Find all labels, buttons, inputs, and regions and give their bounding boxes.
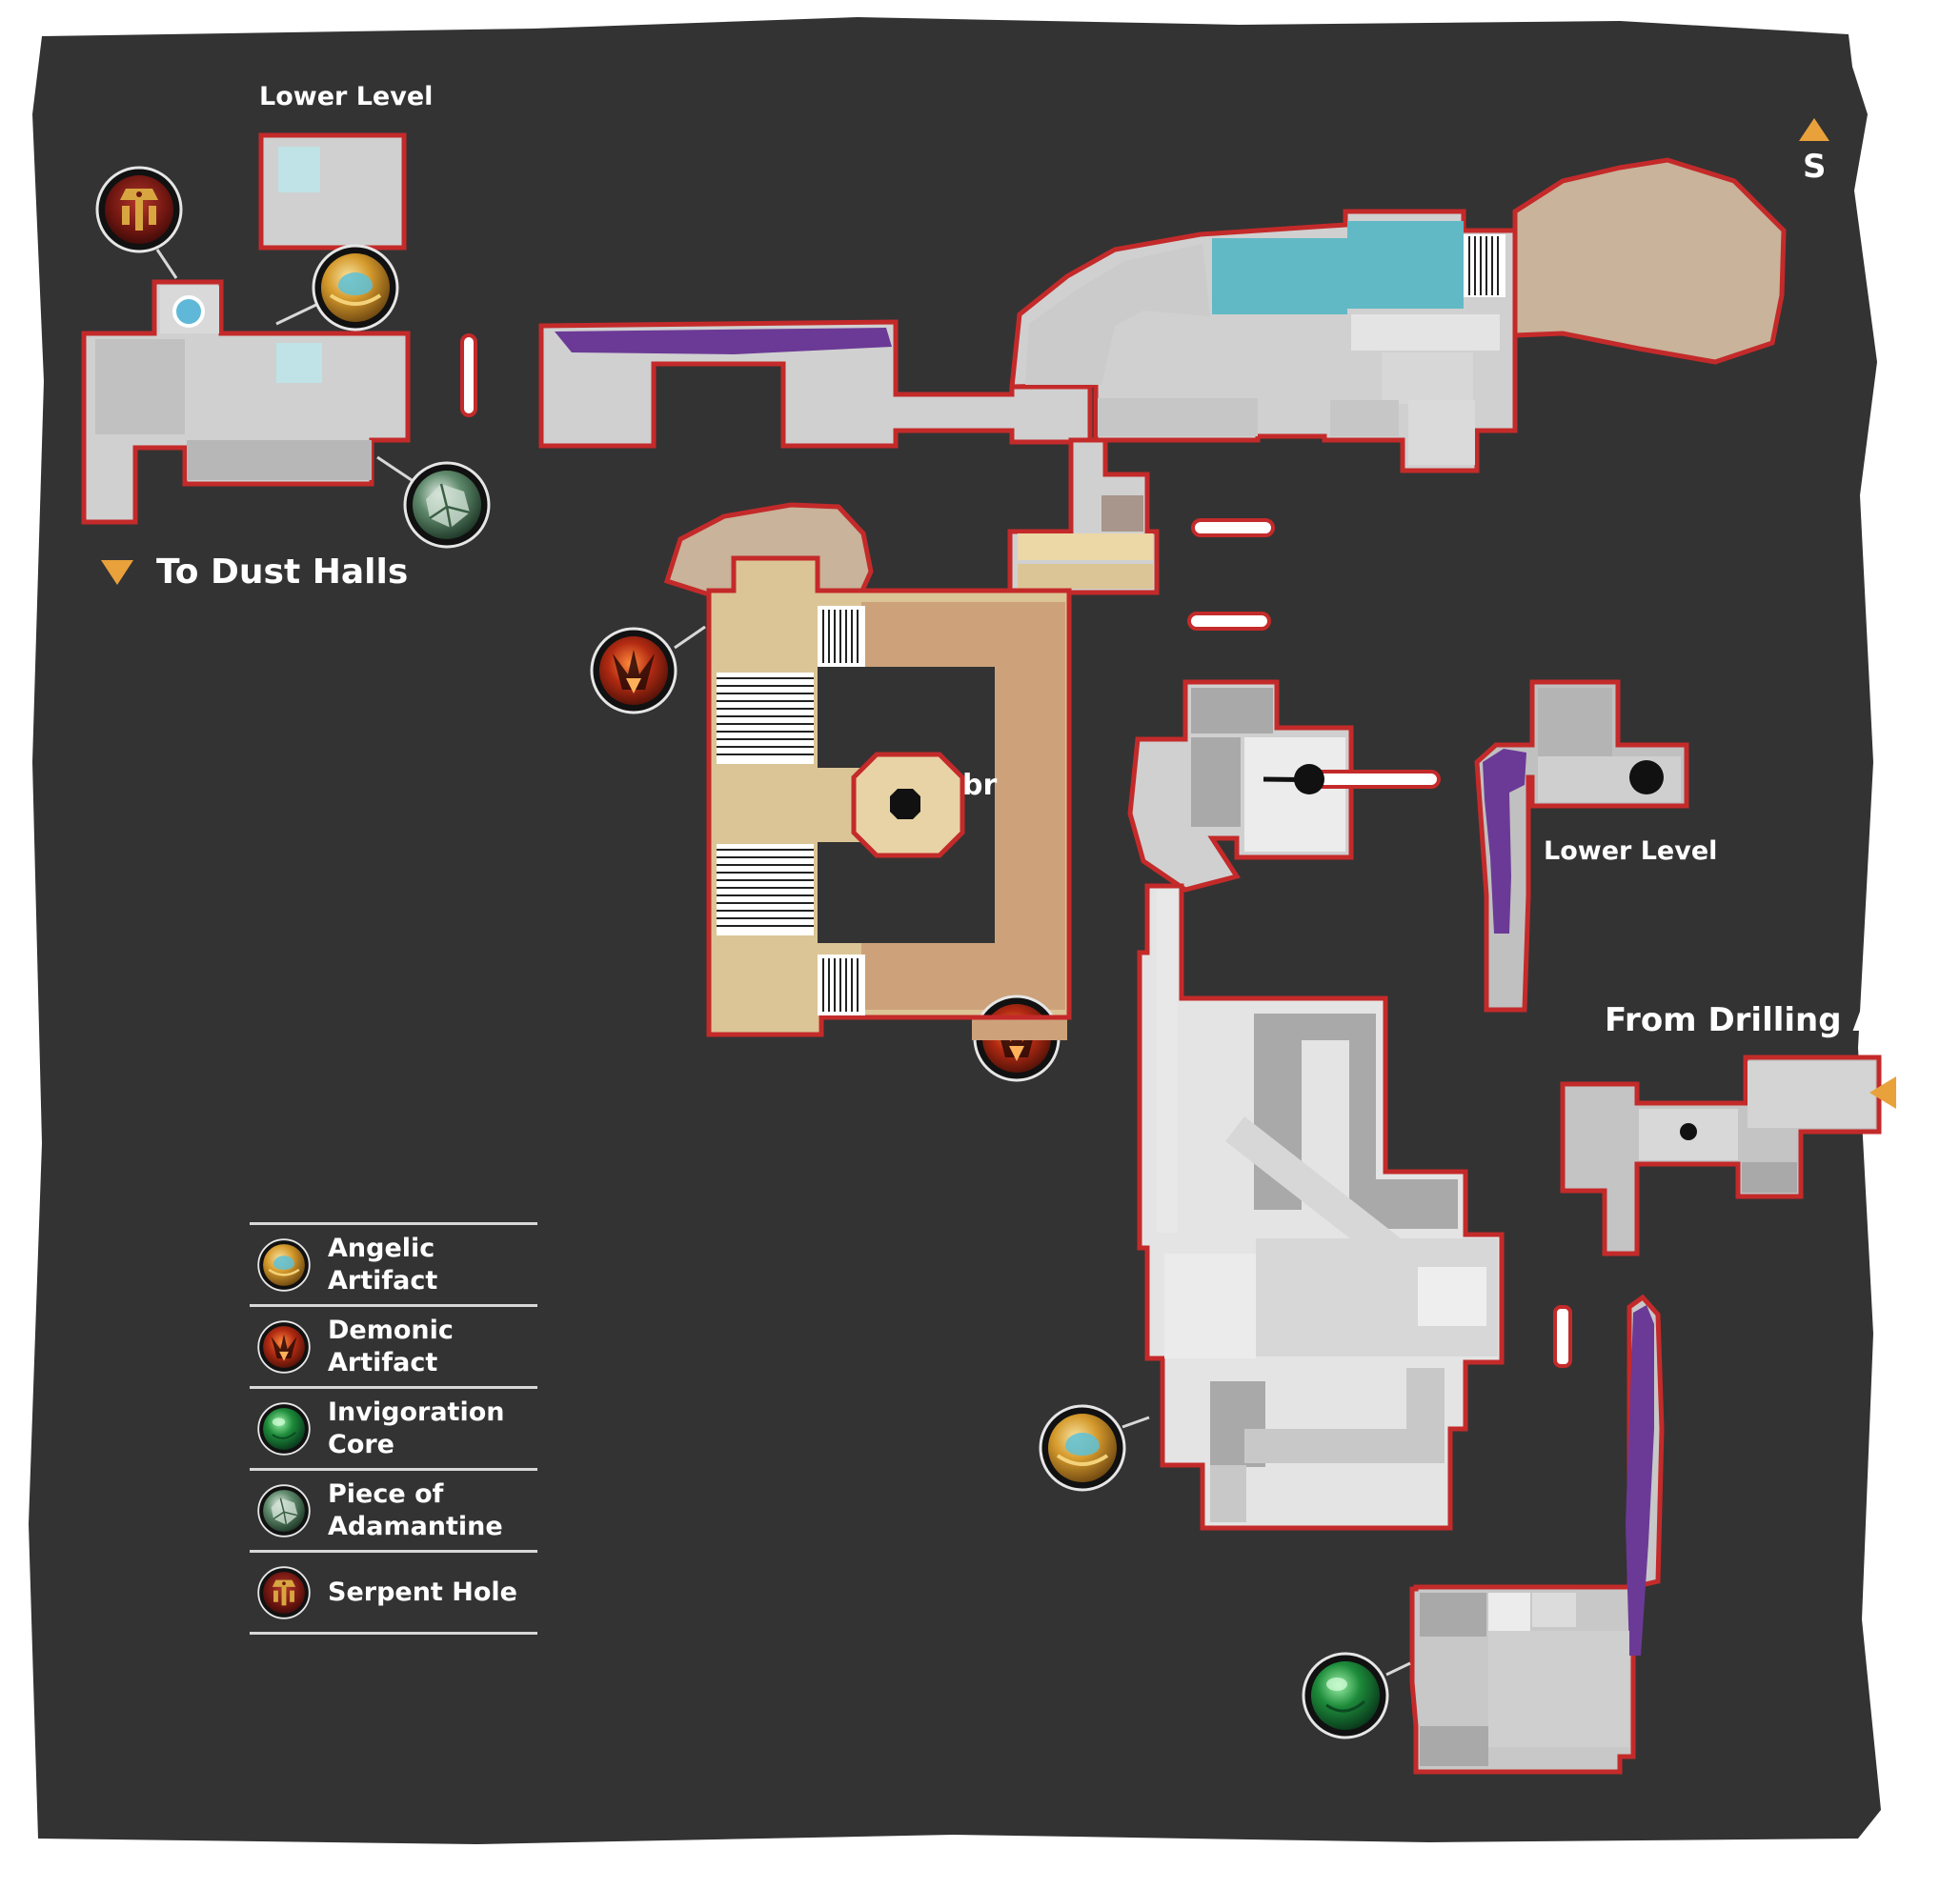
arrow-down-marker (101, 560, 133, 585)
legend-label: Invigoration Core (328, 1397, 505, 1459)
invigoration-core-icon (257, 1401, 311, 1456)
room-pipe-room (1127, 679, 1441, 893)
room-bottom-right (1409, 1294, 1665, 1775)
legend-label: Piece of Adamantine (328, 1478, 503, 1541)
legend-item: Angelic Artifact (250, 1222, 537, 1304)
slot-door-lower-right (1553, 1305, 1572, 1368)
serpent-hole-icon[interactable] (95, 166, 183, 253)
room-lower-level-right (1474, 679, 1689, 1013)
serpent-hole-icon (257, 1565, 311, 1619)
adamantine-icon[interactable] (403, 461, 491, 549)
lower-level-label-right: Lower Level (1544, 836, 1717, 866)
from-drilling-annex-label[interactable]: From Drilling Annex (1605, 1001, 1960, 1039)
legend-item: Demonic Artifact (250, 1304, 537, 1386)
slot-door-top-left (460, 333, 477, 417)
clipped-label: br (962, 769, 997, 802)
demonic-artifact-icon (257, 1319, 311, 1374)
map-legend: Angelic Artifact Demonic Artifact Invigo… (250, 1222, 537, 1635)
room-temple (706, 555, 1072, 1037)
legend-label: Serpent Hole (328, 1577, 517, 1607)
legend-label: Demonic Artifact (328, 1315, 454, 1377)
slot-door-mid-1 (1191, 518, 1275, 537)
room-main-complex (1137, 883, 1505, 1531)
to-dust-halls-label[interactable]: To Dust Halls (156, 553, 408, 592)
room-upper-hall (1009, 209, 1518, 473)
legend-label: Angelic Artifact (328, 1233, 438, 1296)
room-start-hall (81, 279, 411, 525)
arrow-left-marker (1869, 1076, 1896, 1109)
room-sand-cave-top (1512, 157, 1787, 365)
invigoration-core-icon[interactable] (1302, 1652, 1389, 1739)
angelic-artifact-icon (257, 1237, 311, 1292)
demonic-artifact-icon[interactable] (590, 627, 677, 714)
slot-door-mid-2 (1187, 612, 1271, 631)
room-lower-level-top (258, 132, 407, 251)
compass-label: S (1803, 148, 1827, 186)
legend-item: Serpent Hole (250, 1550, 537, 1635)
room-purple-corridor (538, 319, 1093, 449)
legend-item: Invigoration Core (250, 1386, 537, 1468)
angelic-artifact-icon[interactable] (312, 244, 399, 332)
compass-arrow-icon (1799, 118, 1829, 141)
legend-item: Piece of Adamantine (250, 1468, 537, 1550)
lower-level-label-top: Lower Level (259, 82, 433, 111)
angelic-artifact-icon-lower[interactable] (1039, 1404, 1126, 1492)
room-drilling-annex-entry (1560, 1055, 1882, 1256)
adamantine-icon (257, 1483, 311, 1537)
stair-connector (1007, 437, 1160, 595)
